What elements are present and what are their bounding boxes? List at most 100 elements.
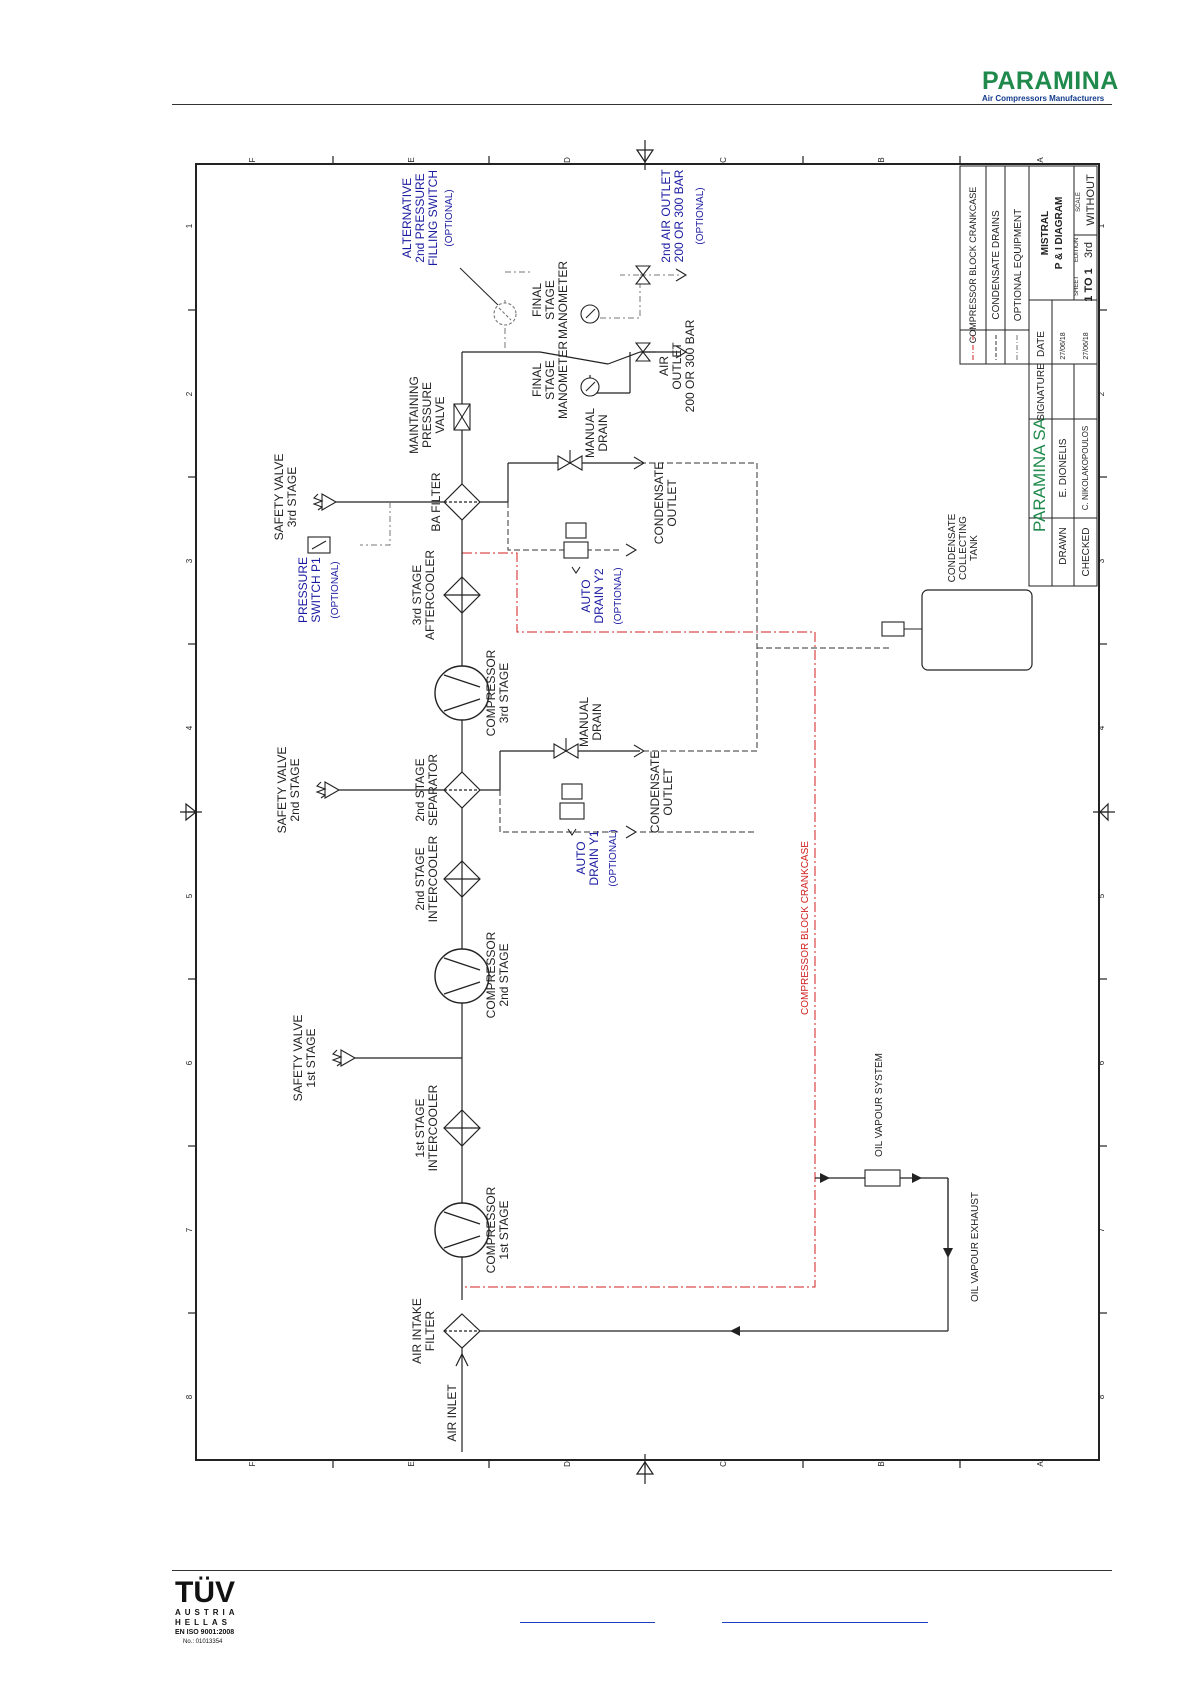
label-intercooler-1-line-1: INTERCOOLER [426,1084,440,1171]
tb-drawn-name: E. DIONELIS [1058,438,1069,497]
grid-letter-A-top: A [1036,157,1045,163]
label-collecting-tank-line-0: CONDENSATE [947,513,958,582]
oil-vapour-unit [864,1169,901,1187]
condensate-outlet-top-arrow2 [625,543,638,557]
title-block [959,165,1098,587]
label-compressor-3-line-0: COMPRESSOR [484,649,498,736]
label-separator-2-line-1: SEPARATOR [426,754,440,826]
label-condensate-mid-line-1: OUTLET [661,768,675,816]
manual-drain-top [557,450,583,471]
label-air-outlet-line-1: OUTLET [670,342,684,390]
tb-drawn-label: DRAWN [1058,527,1069,564]
label-collecting-tank-line-2: TANK [969,535,980,561]
label-air-intake-line-1: FILTER [423,1310,437,1351]
grid-letter-C-bottom: C [719,1461,728,1467]
label-safety-2-line-0: SAFETY VALVE [275,747,289,834]
tb-scale-label-line-0: SCALE [1076,192,1082,212]
maintaining-pressure-valve [453,403,471,431]
label-alt-filling-line-1: 2nd PRESSURE [413,173,427,262]
tuv-number: No.: 01013354 [183,1639,223,1645]
label-collecting-tank-line-1: COLLECTING [958,516,969,580]
intercooler-2nd-stage [443,860,481,898]
label-auto-drain-y2-line-0: AUTO [579,579,593,612]
footer-link-1[interactable] [520,1622,655,1623]
separator-2nd-stage [443,771,481,809]
label-final-manometer-bottom-line-2: MANOMETER [556,341,570,419]
tb-title2-line-0: P & I DIAGRAM [1054,197,1065,270]
legend-optional-line-0: OPTIONAL EQUIPMENT [1013,209,1024,321]
label-manual-drain-mid-line-1: DRAIN [590,703,604,740]
grid-number-8-left: 8 [185,1394,194,1399]
legend-drains: CONDENSATE DRAINS [991,210,1002,320]
tb-title1: MISTRAL [1040,211,1051,255]
tb-checked-date: 27/06/18 [1083,332,1090,359]
label-maintaining-valve-line-2: VALVE [433,397,447,434]
safety-valve-1st-stage [331,1049,357,1067]
label-pressure-switch-line-1: SWITCH P1 [309,557,323,623]
logo-tagline: Air Compressors Manufacturers [982,94,1105,103]
grid-number-2-right: 2 [1097,391,1106,396]
compressor-3rd-stage [434,665,490,721]
certification-badge: TÜV AUSTRIA HELLAS EN ISO 9001:2008 No.:… [175,1578,245,1647]
safety-valve-2nd-stage [315,781,341,799]
label-compressor-2-line-1: 2nd STAGE [497,943,511,1006]
label-condensate-top-line-1: OUTLET [665,479,679,527]
grid-number-1-right: 1 [1097,223,1106,228]
label-auto-drain-y2-opt-line-0: (OPTIONAL) [613,567,624,624]
label-outlet2-line-0: 2nd AIR OUTLET [659,169,673,263]
safety-valve-3rd-stage [312,493,338,511]
crankcase-line [462,552,816,1288]
tb-sheet-label: SHEET [1074,276,1080,296]
label-ba-filter-line-0: BA FILTER [429,472,443,531]
grid-number-7-right: 7 [1097,1227,1106,1232]
tb-edition-value-line-0: 3rd [1083,242,1095,258]
footer-link-2[interactable] [722,1622,928,1623]
label-safety-1-line-1: 1st STAGE [304,1028,318,1087]
tb-signature-hdr: SIGNATURE [1036,363,1047,421]
label-safety-3-line-1: 3rd STAGE [285,467,299,527]
legend-drains-line-0: CONDENSATE DRAINS [991,210,1002,320]
grid-number-6-left: 6 [185,1060,194,1065]
legend-crankcase-line-0: COMPRESSOR BLOCK CRANKCASE [968,187,978,344]
tuv-mark: TÜV [175,1576,235,1609]
label-auto-drain-y1-opt-line-0: (OPTIONAL) [608,829,619,886]
condensate-collecting-tank [921,589,1033,671]
label-manual-drain-top-line-0: MANUAL [583,408,597,458]
tb-drawn-name-line-0: E. DIONELIS [1058,438,1069,497]
tb-sheet-value-line-0: 1 TO 1 [1083,268,1095,301]
auto-drain-y1 [559,783,585,836]
grid-number-8-right: 8 [1097,1394,1106,1399]
grid-number-5-left: 5 [185,893,194,898]
label-auto-drain-y1-line-0: AUTO [574,841,588,874]
tb-edition-label: EDITION [1074,238,1080,262]
label-crankcase-vertical: COMPRESSOR BLOCK CRANKCASE [800,841,811,1015]
tb-sheet-value: 1 TO 1 [1083,268,1095,301]
tb-edition-value: 3rd [1083,242,1095,258]
label-aftercooler-3-line-1: AFTERCOOLER [423,550,437,640]
label-intercooler-1-line-0: 1st STAGE [413,1098,427,1157]
tb-sheet-label-line-0: SHEET [1074,276,1080,296]
label-separator-2-line-0: 2nd STAGE [413,758,427,821]
pressure-switch-p1 [307,536,331,554]
label-safety-3-line-0: SAFETY VALVE [272,454,286,541]
legend-optional: OPTIONAL EQUIPMENT [1013,209,1024,321]
label-final-manometer-top-line-1: STAGE [543,280,557,320]
label-final-manometer-bottom-line-1: STAGE [543,360,557,400]
footer-rule [172,1570,1112,1571]
legend-crankcase: COMPRESSOR BLOCK CRANKCASE [968,187,978,344]
tb-checked-date-line-0: 27/06/18 [1083,332,1090,359]
